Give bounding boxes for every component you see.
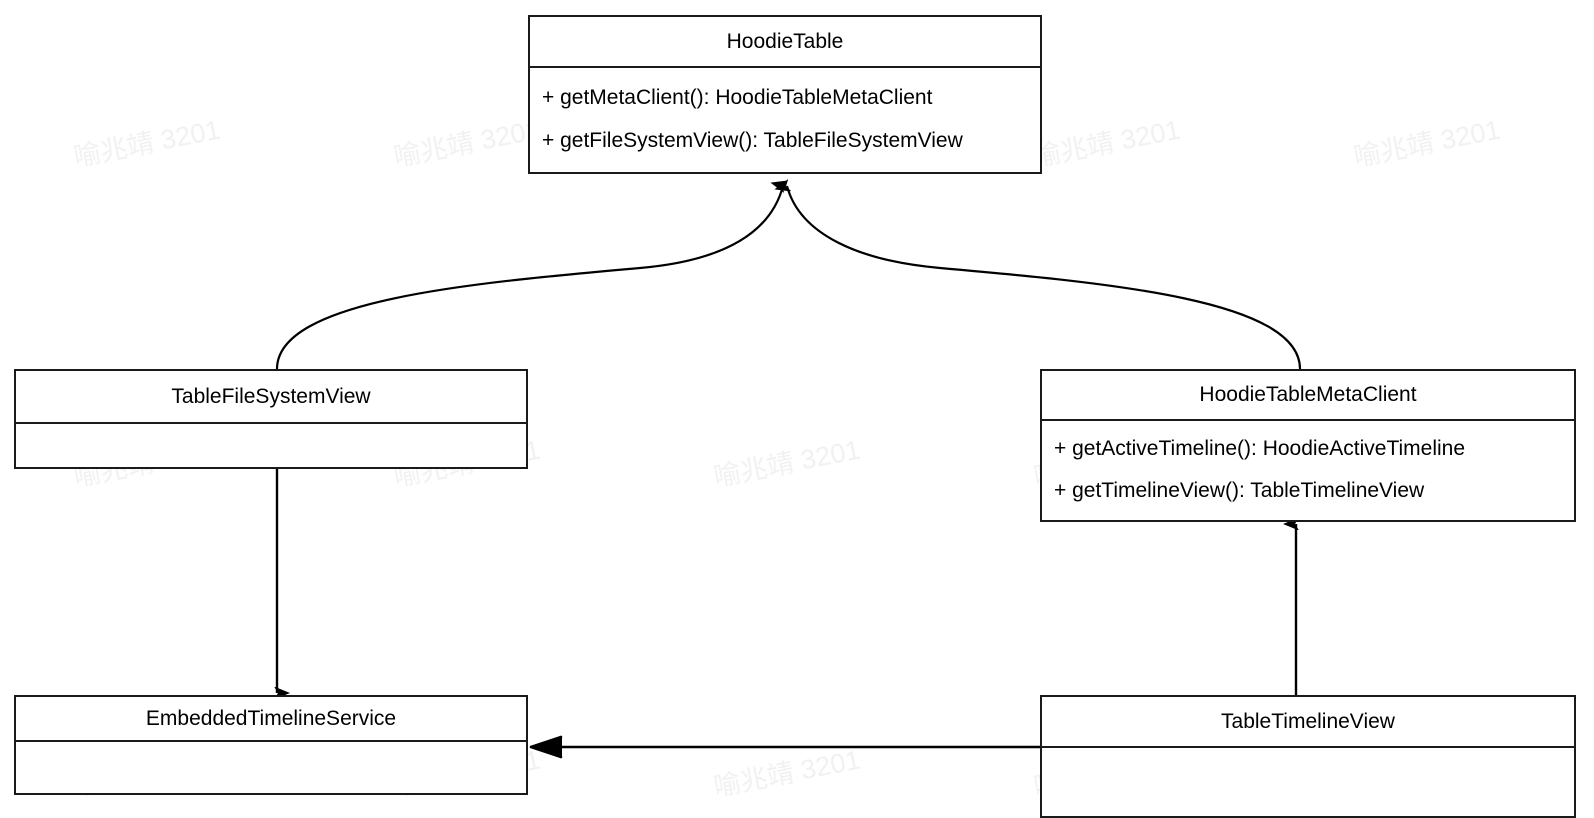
class-members-embedded-timeline-service xyxy=(16,742,526,793)
class-box-hoodie-table[interactable]: HoodieTable + getMetaClient(): HoodieTab… xyxy=(528,15,1042,174)
watermark-text: 喻兆靖 3201 xyxy=(711,434,863,493)
class-members-table-timeline-view xyxy=(1042,748,1574,816)
class-name-table-timeline-view: TableTimelineView xyxy=(1042,697,1574,748)
edge-ttv-to-ets xyxy=(529,735,1040,759)
class-members-table-file-system-view xyxy=(16,424,526,467)
class-box-hoodie-table-meta-client[interactable]: HoodieTableMetaClient + getActiveTimelin… xyxy=(1040,369,1576,522)
class-box-embedded-timeline-service[interactable]: EmbeddedTimelineService xyxy=(14,695,528,795)
watermark-text: 喻兆靖 3201 xyxy=(1031,114,1183,173)
class-member: + getActiveTimeline(): HoodieActiveTimel… xyxy=(1054,437,1466,461)
watermark-text: 喻兆靖 3201 xyxy=(1351,114,1503,173)
watermark-text: 喻兆靖 3201 xyxy=(711,744,863,803)
edge-tfsv-to-hoodie-table xyxy=(275,186,783,370)
class-box-table-timeline-view[interactable]: TableTimelineView xyxy=(1040,695,1576,818)
class-member: + getTimelineView(): TableTimelineView xyxy=(1054,478,1425,502)
edge-htmc-to-hoodie-table xyxy=(787,186,1302,370)
class-member: + getFileSystemView(): TableFileSystemVi… xyxy=(542,129,963,152)
class-name-hoodie-table-meta-client: HoodieTableMetaClient xyxy=(1042,371,1574,421)
class-box-table-file-system-view[interactable]: TableFileSystemView xyxy=(14,369,528,469)
class-members-hoodie-table: + getMetaClient(): HoodieTableMetaClient… xyxy=(530,68,1040,172)
class-member: + getMetaClient(): HoodieTableMetaClient xyxy=(542,85,933,109)
watermark-text: 喻兆靖 3201 xyxy=(71,114,223,173)
class-name-embedded-timeline-service: EmbeddedTimelineService xyxy=(16,697,526,742)
class-members-hoodie-table-meta-client: + getActiveTimeline(): HoodieActiveTimel… xyxy=(1042,421,1574,520)
class-name-hoodie-table: HoodieTable xyxy=(530,17,1040,68)
watermark-text: 喻兆靖 3201 xyxy=(391,114,543,173)
class-name-table-file-system-view: TableFileSystemView xyxy=(16,371,526,424)
